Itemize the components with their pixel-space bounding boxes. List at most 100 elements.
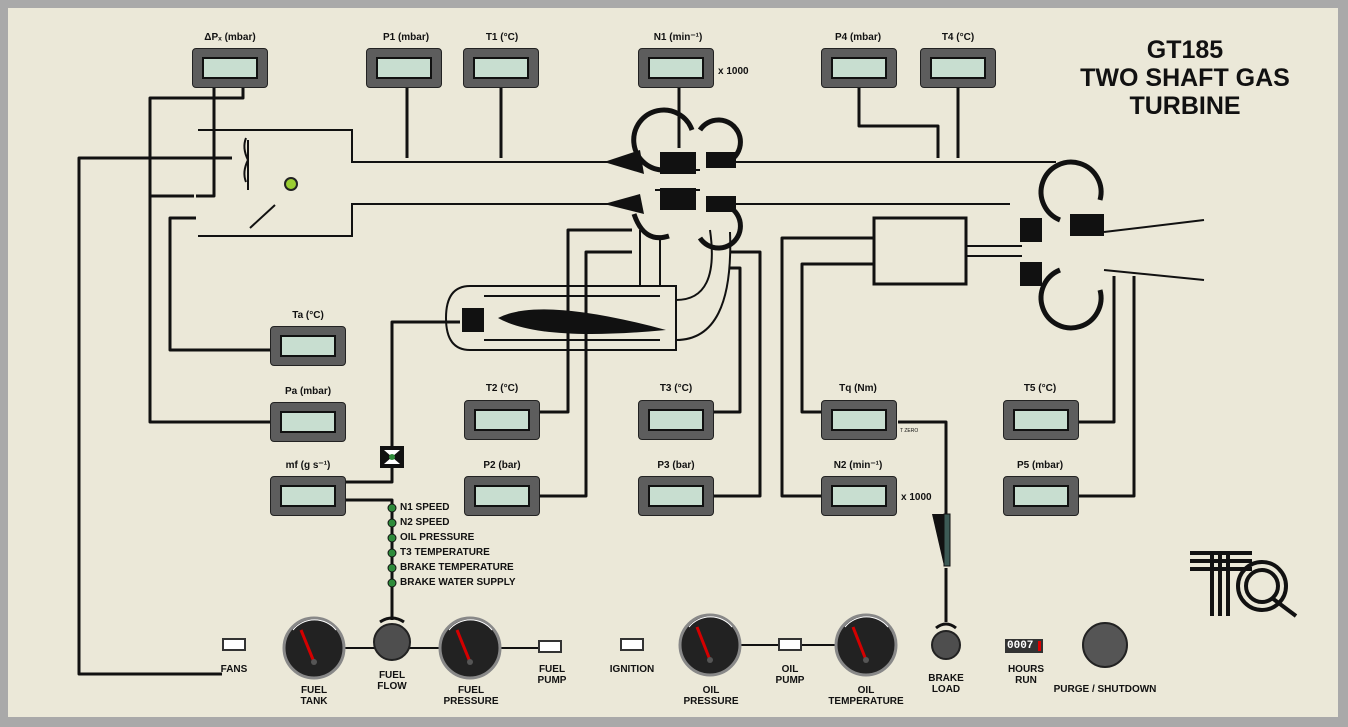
ta-display: [270, 326, 346, 366]
p1-display: [366, 48, 442, 88]
ta-line: [168, 216, 272, 352]
t3-label: T3 (°C): [659, 383, 693, 394]
inlet-indicator-icon: [284, 177, 298, 191]
n2-display: [821, 476, 897, 516]
p3-label: P3 (bar): [657, 460, 695, 471]
p2-label: P2 (bar): [483, 460, 521, 471]
n1-display: [638, 48, 714, 88]
hours-value: 0007: [1007, 640, 1034, 652]
fuel-feed-line: [390, 320, 460, 446]
n1-label: N1 (min⁻¹): [653, 32, 703, 43]
p4-display: [821, 48, 897, 88]
title-line-1: GT185: [1146, 36, 1224, 64]
p4-line: [857, 86, 940, 158]
fuel-flow-knob[interactable]: [373, 616, 411, 661]
p3-line: [712, 250, 762, 498]
tq-brake-line: [898, 420, 948, 514]
brake-load-knob[interactable]: [931, 622, 961, 660]
alarm-t3-temperature: T3 TEMPERATURE: [400, 547, 490, 558]
alarm-led-icon: [387, 563, 397, 573]
inlet-duct: [198, 129, 630, 237]
t2-label: T2 (°C): [485, 383, 519, 394]
gas-generator-blades: [604, 150, 736, 214]
p5-line: [1078, 276, 1136, 498]
p5-display: [1003, 476, 1079, 516]
oil-temperature-gauge: [834, 613, 898, 677]
alarm-led-icon: [387, 518, 397, 528]
tq-label: Tq (Nm): [839, 383, 877, 394]
oil-pump-switch[interactable]: [778, 638, 802, 651]
ignition-switch[interactable]: [620, 638, 644, 651]
p5-label: P5 (mbar): [1016, 460, 1064, 471]
t2-display: [464, 400, 540, 440]
purge-shutdown-label: PURGE / SHUTDOWN: [1053, 684, 1157, 695]
title-line-2: TWO SHAFT GAS: [1080, 64, 1290, 92]
alarm-brake-temperature: BRAKE TEMPERATURE: [400, 562, 514, 573]
pa-display: [270, 402, 346, 442]
t3-display: [638, 400, 714, 440]
p4-label: P4 (mbar): [834, 32, 882, 43]
p3-display: [638, 476, 714, 516]
purge-shutdown-button[interactable]: [1082, 622, 1128, 668]
n2-multiplier: x 1000: [901, 492, 932, 503]
t3-line: [712, 266, 742, 414]
brake-box: [872, 216, 968, 286]
flame-shape: [498, 309, 666, 334]
mf-display: [270, 476, 346, 516]
alarm-oil-pressure: OIL PRESSURE: [400, 532, 475, 543]
burner-block: [462, 308, 484, 332]
dp-line-a: [196, 86, 216, 198]
t1-label: T1 (°C): [485, 32, 519, 43]
dp-label: ΔPₓ (mbar): [204, 32, 256, 43]
tq-display: [821, 400, 897, 440]
t5-display: [1003, 400, 1079, 440]
pa-label: Pa (mbar): [284, 386, 332, 397]
ignition-label: IGNITION: [609, 664, 655, 675]
fuel-tank-gauge: [282, 616, 346, 680]
n2-line: [780, 236, 874, 498]
n1-multiplier: x 1000: [718, 66, 749, 77]
pa-line: [148, 86, 270, 424]
mf-line-b: [344, 498, 394, 620]
fuel-pressure-gauge: [438, 616, 502, 680]
mf-label: mf (g s⁻¹): [285, 460, 331, 471]
fuel-pump-switch[interactable]: [538, 640, 562, 653]
p2-line: [540, 250, 632, 498]
hours-counter: 0007: [1005, 639, 1043, 653]
fuel-valve-icon: [380, 446, 404, 468]
t4-display: [920, 48, 996, 88]
mf-line-a: [344, 468, 394, 484]
alarm-n2-speed: N2 SPEED: [400, 517, 450, 528]
fans-line: [77, 156, 232, 676]
t5-label: T5 (°C): [1023, 383, 1057, 394]
panel-title: GT185 TWO SHAFT GAS TURBINE: [1060, 36, 1310, 120]
tq-logo-icon: [1190, 551, 1298, 618]
tq-line: [800, 262, 874, 414]
n2-label: N2 (min⁻¹): [833, 460, 883, 471]
control-panel: [8, 8, 1338, 717]
p1-label: P1 (mbar): [382, 32, 430, 43]
gas-generator: [631, 107, 743, 251]
fans-switch[interactable]: [222, 638, 246, 651]
oil-pressure-gauge: [678, 613, 742, 677]
t5-line: [1078, 276, 1116, 424]
ta-label: Ta (°C): [292, 310, 324, 321]
brake-slider-icon: [932, 513, 951, 567]
title-line-3: TURBINE: [1129, 92, 1241, 120]
alarm-led-icon: [387, 578, 397, 588]
power-turbine: [1038, 159, 1104, 331]
alarm-brake-water-supply: BRAKE WATER SUPPLY: [400, 577, 516, 588]
alarm-led-icon: [387, 548, 397, 558]
combustion-chamber: [444, 229, 732, 351]
t4-label: T4 (°C): [941, 32, 975, 43]
tzero-label: T ZERO: [900, 428, 919, 434]
